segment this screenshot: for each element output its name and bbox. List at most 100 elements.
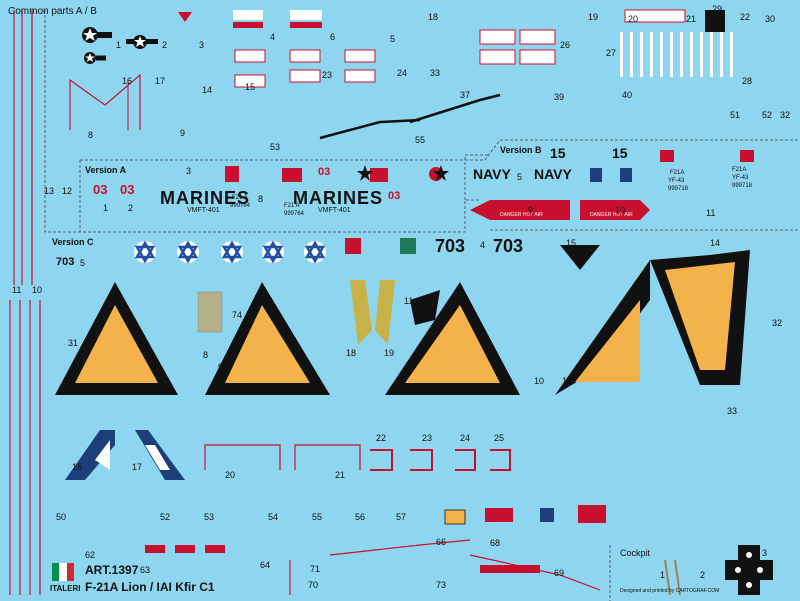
us-roundel-small bbox=[126, 35, 158, 49]
decal-number: 8 bbox=[88, 130, 94, 140]
decal-number: 4 bbox=[480, 240, 486, 250]
decal-number: 10 bbox=[534, 376, 545, 386]
decal-number: 2 bbox=[128, 203, 134, 213]
decal-number: 20 bbox=[628, 14, 639, 24]
decal-number: 10 bbox=[32, 285, 43, 295]
decal-number: 26 bbox=[560, 40, 571, 50]
serial-b: 999718 bbox=[668, 186, 689, 192]
decal-number: 12 bbox=[562, 376, 573, 386]
decal-number: 70 bbox=[308, 580, 319, 590]
decal-number: 1 bbox=[660, 570, 666, 580]
marines-left: MARINES bbox=[160, 188, 251, 208]
blue-chevron-decal-17 bbox=[135, 430, 185, 480]
decal-number: 32 bbox=[772, 318, 783, 328]
decal-number: 23 bbox=[322, 70, 333, 80]
decal-number: 3 bbox=[186, 166, 192, 176]
red-line-decal bbox=[469, 554, 601, 591]
decal-number: 57 bbox=[396, 512, 407, 522]
decal-number: 15 bbox=[566, 238, 577, 248]
red-frame-decal-21 bbox=[294, 444, 361, 470]
decal-number: 9 bbox=[528, 205, 534, 215]
decal-number: 56 bbox=[355, 512, 366, 522]
f21a-label-a2: F21 A bbox=[284, 203, 300, 209]
decal-number: 24 bbox=[460, 433, 471, 443]
decal-number: 27 bbox=[606, 48, 617, 58]
code-03-b: 03 bbox=[120, 182, 135, 197]
red-badge bbox=[225, 166, 239, 182]
decal-number: 37 bbox=[460, 90, 471, 100]
navy-left: NAVY bbox=[473, 166, 511, 182]
red-triangle-decal bbox=[178, 12, 192, 22]
decal-number: 25 bbox=[494, 433, 505, 443]
red-bands bbox=[370, 449, 511, 471]
italeri-logo bbox=[52, 563, 74, 581]
decal-number: 63 bbox=[140, 565, 151, 575]
black-piece-decal bbox=[410, 290, 440, 325]
decal-number: 3 bbox=[199, 40, 205, 50]
decal-number: 33 bbox=[727, 406, 738, 416]
triangle-decal-8 bbox=[55, 282, 178, 395]
decal-number: 28 bbox=[742, 76, 753, 86]
decal-number: 9 bbox=[180, 128, 186, 138]
code-03-a: 03 bbox=[93, 182, 108, 197]
divider-line bbox=[44, 199, 480, 233]
decal-number: 22 bbox=[376, 433, 387, 443]
printer-credit: Designed and printed by CARTOGRAF.COM bbox=[620, 588, 720, 594]
warning-placard bbox=[290, 10, 322, 20]
decal-number: 19 bbox=[384, 348, 395, 358]
f21a-b2: F21A bbox=[732, 167, 747, 173]
decal-number: 29 bbox=[712, 4, 723, 14]
section-title-version-c: Version C bbox=[52, 237, 94, 247]
decal-number: 53 bbox=[270, 142, 281, 152]
yf43-b: YF-43 bbox=[668, 178, 685, 184]
decal-number: 10 bbox=[615, 205, 626, 215]
blue-chevron-decal-16 bbox=[65, 430, 115, 480]
red-frame-decal-20 bbox=[204, 444, 281, 470]
section-title-version-a: Version A bbox=[85, 165, 127, 175]
decal-number: 66 bbox=[436, 537, 447, 547]
vmft-left: VMFT-401 bbox=[187, 207, 220, 214]
decal-number: 24 bbox=[397, 68, 408, 78]
decal-number: 33 bbox=[430, 68, 441, 78]
triangle-decal-9 bbox=[205, 282, 330, 395]
decal-number: 71 bbox=[310, 564, 321, 574]
decal-number: 17 bbox=[132, 462, 143, 472]
decal-number: 54 bbox=[268, 512, 279, 522]
decal-number: 6 bbox=[330, 32, 336, 42]
decal-number: 16 bbox=[72, 462, 83, 472]
decal-number: 3 bbox=[762, 548, 768, 558]
decal-number: 17 bbox=[155, 76, 166, 86]
article-number: ART.1397 bbox=[85, 563, 139, 577]
section-title-cockpit: Cockpit bbox=[620, 548, 651, 558]
decal-number: 16 bbox=[122, 76, 133, 86]
danger-label-left: DANGER HOT AIR bbox=[500, 212, 543, 218]
decal-number: 74 bbox=[232, 310, 243, 320]
serial-a: 999764 bbox=[230, 203, 251, 209]
vmft-right: VMFT-401 bbox=[318, 207, 351, 214]
decal-number: 12 bbox=[62, 186, 73, 196]
decal-number: 19 bbox=[588, 12, 599, 22]
decal-number: 68 bbox=[490, 538, 501, 548]
danger-hot-air-right bbox=[580, 200, 650, 220]
decal-number: 20 bbox=[225, 470, 236, 480]
decal-number: 13 bbox=[44, 186, 55, 196]
decal-number: 39 bbox=[554, 92, 565, 102]
decal-number: 11 bbox=[706, 208, 716, 218]
decal-number: 21 bbox=[335, 470, 346, 480]
cockpit-instrument-decal bbox=[725, 545, 773, 595]
decal-number: 31 bbox=[68, 338, 79, 348]
israeli-roundels bbox=[134, 240, 326, 264]
triangle-decal-12 bbox=[555, 245, 650, 395]
black-line-decal bbox=[319, 118, 421, 140]
danger-placard bbox=[234, 49, 266, 63]
fin-flash-left bbox=[350, 280, 372, 345]
decal-number: 64 bbox=[260, 560, 271, 570]
us-roundel-small-2 bbox=[84, 52, 106, 64]
decal-number: 52 bbox=[160, 512, 171, 522]
divider-line bbox=[80, 139, 800, 161]
decal-number: 18 bbox=[346, 348, 357, 358]
decal-number: 8 bbox=[203, 350, 209, 360]
decal-number: 40 bbox=[622, 90, 633, 100]
